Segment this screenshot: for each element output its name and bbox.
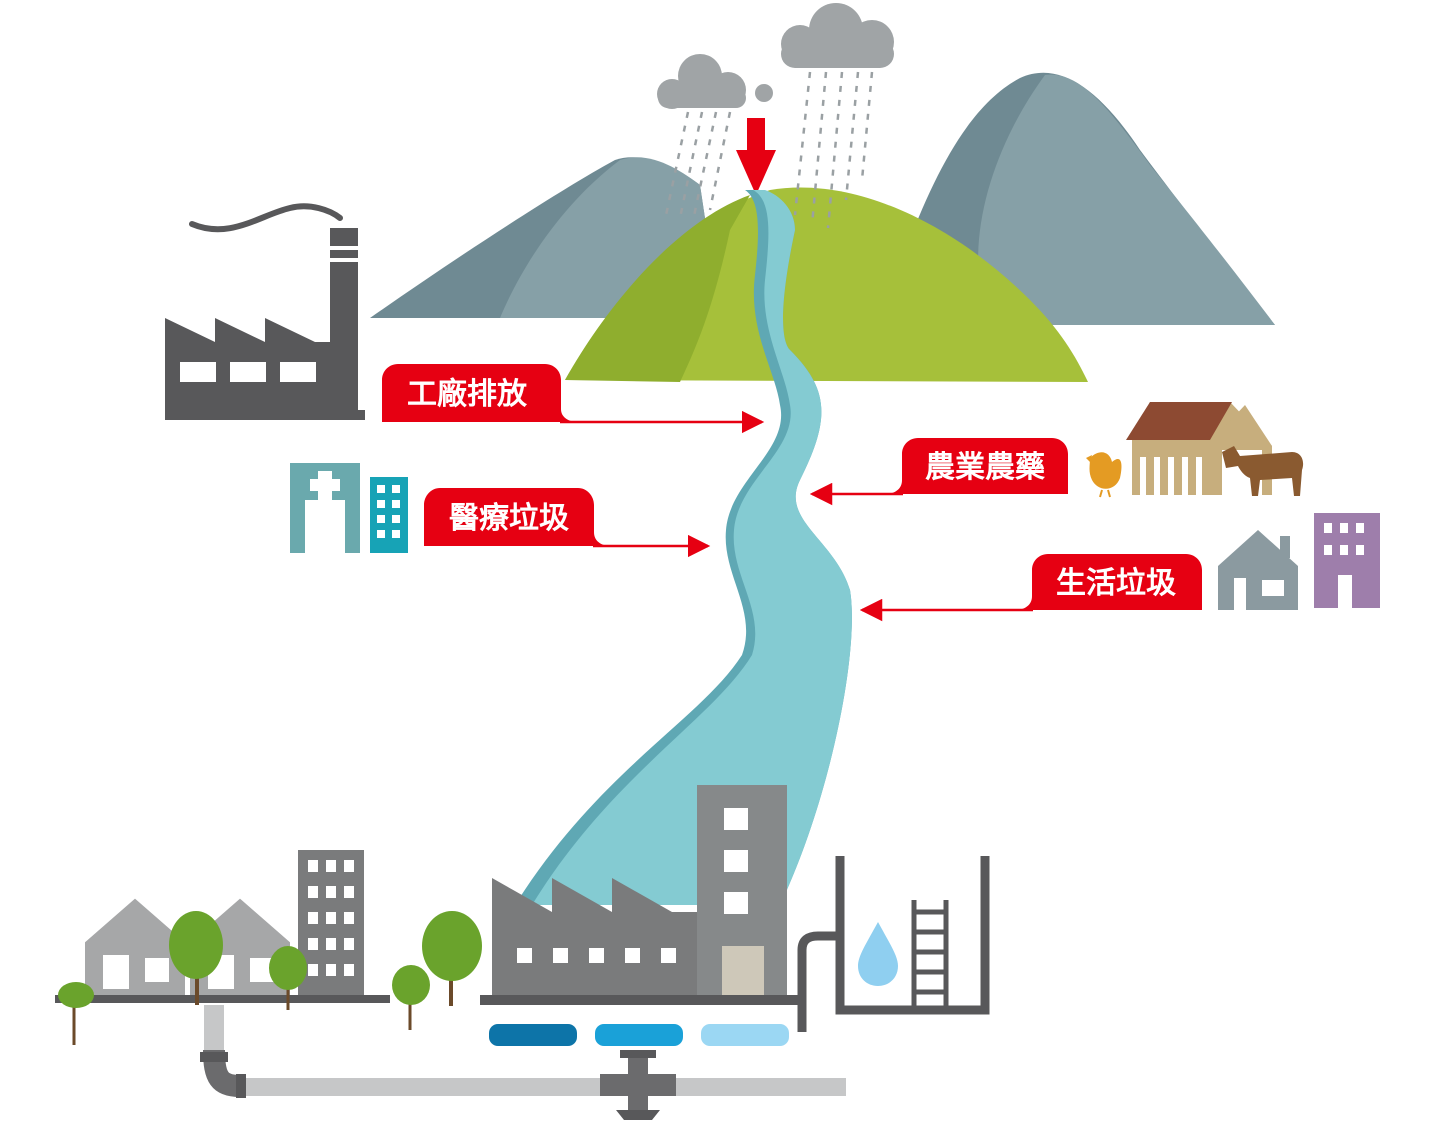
label-factory-discharge-text: 工廠排放 xyxy=(407,377,528,412)
green-hill-shade xyxy=(565,195,750,382)
city xyxy=(55,850,390,1003)
rain-cloud-icon xyxy=(657,3,894,229)
label-medical-waste: 醫療垃圾 xyxy=(424,488,711,558)
label-household-waste: 生活垃圾 xyxy=(859,554,1202,622)
right-mountain-light xyxy=(978,74,1275,326)
chicken-icon xyxy=(1086,452,1122,498)
label-medical-waste-text: 醫療垃圾 xyxy=(449,501,569,536)
label-factory-discharge: 工廠排放 xyxy=(382,364,765,434)
river-water xyxy=(532,190,852,905)
tree-icon xyxy=(58,911,482,1045)
cow-icon xyxy=(1222,446,1304,496)
river xyxy=(515,190,852,905)
water-treatment-plant-icon xyxy=(480,785,990,1046)
label-agricultural-pesticide-text: 農業農藥 xyxy=(925,450,1045,485)
pipe-icon xyxy=(200,1005,846,1120)
label-agricultural-pesticide: 農業農藥 xyxy=(809,438,1068,506)
rain-down-arrow-icon xyxy=(736,118,776,195)
apartment-icon xyxy=(1314,513,1380,608)
hospital-icon xyxy=(290,463,408,553)
factory-icon xyxy=(165,203,365,420)
label-household-waste-text: 生活垃圾 xyxy=(1056,566,1176,601)
water-drop-icon xyxy=(858,922,898,986)
house-icon xyxy=(1210,524,1306,610)
barn-icon xyxy=(1126,402,1272,495)
mountains xyxy=(370,72,1275,382)
